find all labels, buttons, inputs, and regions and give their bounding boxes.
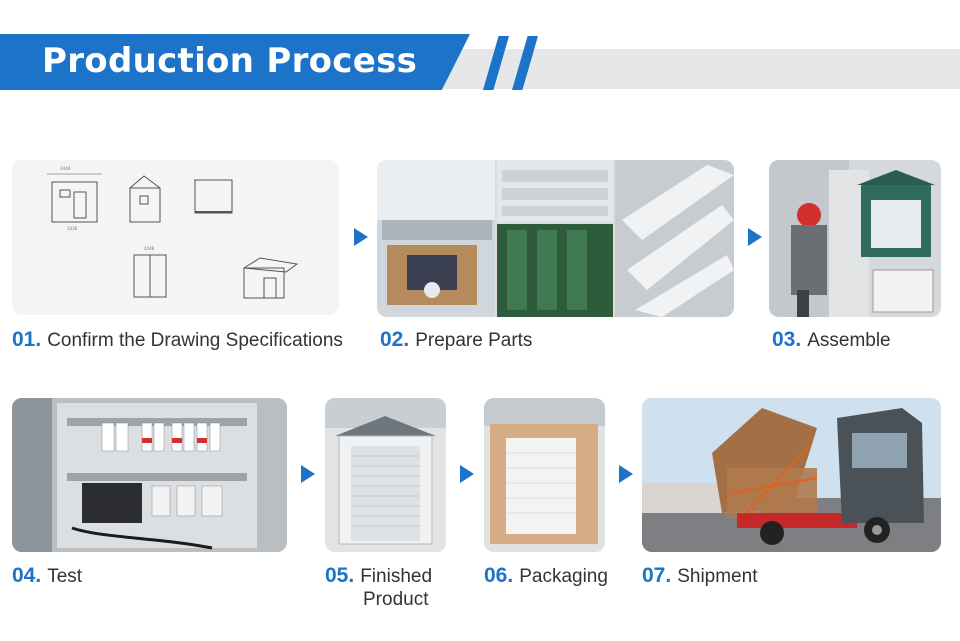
page-title: Production Process bbox=[42, 41, 418, 81]
step-caption: 04.Test bbox=[12, 564, 82, 588]
step-label: Packaging bbox=[519, 566, 608, 587]
arrow-right-icon bbox=[460, 465, 474, 483]
step-number: 07. bbox=[642, 564, 672, 587]
step-number: 06. bbox=[484, 564, 514, 587]
step-number: 05. bbox=[325, 564, 355, 587]
step-number: 02. bbox=[380, 328, 410, 351]
step-caption: 01.Confirm the Drawing Specifications bbox=[12, 328, 343, 352]
drawing-specifications-image: 2448 2438 2448 bbox=[12, 160, 339, 315]
finished-product-image bbox=[325, 398, 446, 552]
packaging-image bbox=[484, 398, 605, 552]
step-number: 01. bbox=[12, 328, 42, 351]
arrow-right-icon bbox=[354, 228, 368, 246]
arrow-right-icon bbox=[619, 465, 633, 483]
step-label-line2: Product bbox=[363, 589, 429, 610]
header-banner bbox=[0, 34, 470, 90]
svg-text:2448: 2448 bbox=[144, 246, 155, 251]
step-caption: 03.Assemble bbox=[772, 328, 891, 352]
arrow-right-icon bbox=[748, 228, 762, 246]
step-number: 03. bbox=[772, 328, 802, 351]
svg-text:2438: 2438 bbox=[67, 226, 78, 231]
step-label: Prepare Parts bbox=[415, 330, 533, 351]
step-label: Assemble bbox=[807, 330, 891, 351]
step-caption: 06.Packaging bbox=[484, 564, 608, 588]
step-caption: 02.Prepare Parts bbox=[380, 328, 532, 352]
prepare-parts-image bbox=[377, 160, 734, 317]
step-number: 04. bbox=[12, 564, 42, 587]
step-label: Finished bbox=[360, 566, 433, 587]
step-label: Shipment bbox=[677, 566, 758, 587]
step-caption: 05.Finished Product bbox=[325, 564, 432, 611]
step-label: Confirm the Drawing Specifications bbox=[47, 330, 343, 351]
step-caption: 07.Shipment bbox=[642, 564, 757, 588]
step-label: Test bbox=[47, 566, 83, 587]
svg-text:2448: 2448 bbox=[60, 166, 71, 171]
test-image bbox=[12, 398, 287, 552]
assemble-image bbox=[769, 160, 941, 317]
arrow-right-icon bbox=[301, 465, 315, 483]
shipment-image bbox=[642, 398, 941, 552]
